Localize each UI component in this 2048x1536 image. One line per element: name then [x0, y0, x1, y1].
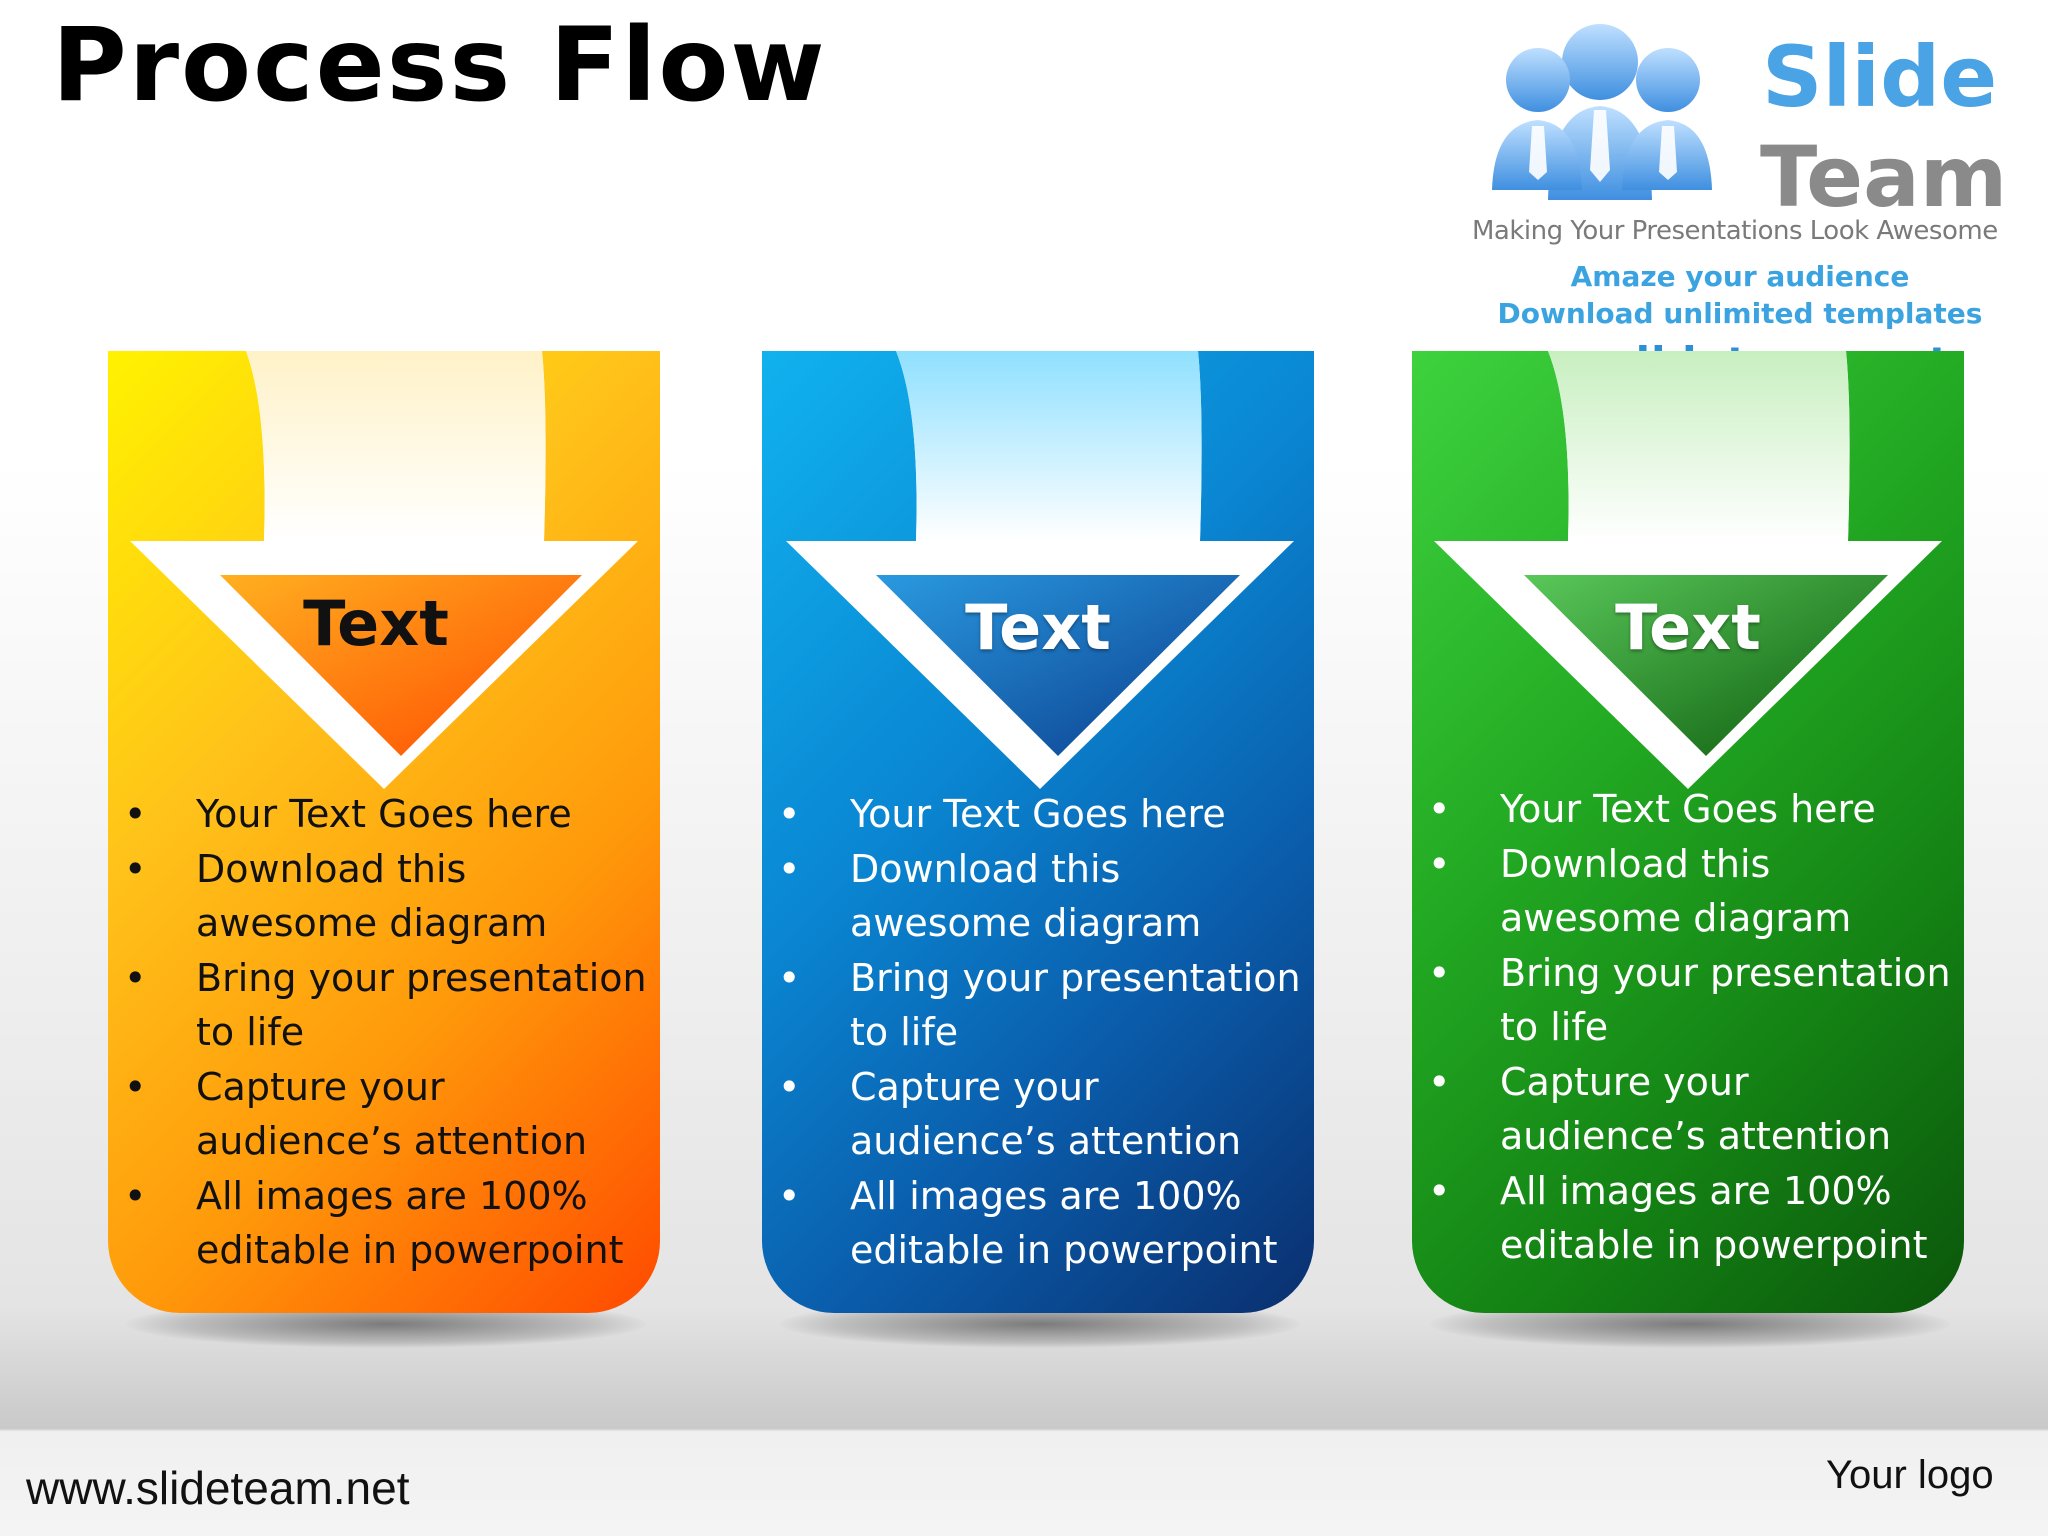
process-card-3: Text Your Text Goes here Download this a…	[1412, 351, 1964, 1313]
process-card-1: Text Your Text Goes here Download this a…	[108, 351, 660, 1313]
down-arrow-icon	[1434, 351, 1942, 789]
logo-slide-word: Slide	[1762, 28, 1998, 126]
logo-team-word: Team	[1760, 128, 2008, 226]
list-item: Capture your audience’s attention	[124, 1060, 654, 1169]
card-label: Text	[965, 591, 1111, 664]
list-item: Download this awesome diagram	[778, 842, 1308, 951]
logo-tagline: Making Your Presentations Look Awesome	[1472, 216, 1998, 246]
slide-title: Process Flow	[52, 6, 827, 125]
bullet-list: Your Text Goes here Download this awesom…	[124, 787, 654, 1278]
list-item: Your Text Goes here	[778, 787, 1308, 842]
process-card-2: Text Your Text Goes here Download this a…	[762, 351, 1314, 1313]
list-item: Bring your presentation to life	[1428, 946, 1958, 1055]
footer-logo-placeholder: Your logo	[1826, 1453, 1994, 1497]
bullet-list: Your Text Goes here Download this awesom…	[778, 787, 1308, 1278]
card-label: Text	[1615, 591, 1761, 664]
bullet-list: Your Text Goes here Download this awesom…	[1428, 782, 1958, 1273]
list-item: Your Text Goes here	[124, 787, 654, 842]
list-item: All images are 100% editable in powerpoi…	[1428, 1164, 1958, 1273]
list-item: All images are 100% editable in powerpoi…	[124, 1169, 654, 1278]
list-item: Capture your audience’s attention	[1428, 1055, 1958, 1164]
logo-line-amaze: Amaze your audience	[1570, 260, 1910, 293]
list-item: Download this awesome diagram	[124, 842, 654, 951]
card-label: Text	[303, 587, 449, 660]
people-logo-icon	[1492, 24, 1712, 200]
list-item: Bring your presentation to life	[778, 951, 1308, 1060]
down-arrow-icon	[786, 351, 1294, 789]
logo-line-download: Download unlimited templates	[1497, 297, 1983, 330]
list-item: Capture your audience’s attention	[778, 1060, 1308, 1169]
list-item: All images are 100% editable in powerpoi…	[778, 1169, 1308, 1278]
list-item: Your Text Goes here	[1428, 782, 1958, 837]
slideteam-logo: Slide Team Making Your Presentations Loo…	[1460, 20, 2020, 387]
list-item: Download this awesome diagram	[1428, 837, 1958, 946]
down-arrow-icon	[130, 351, 638, 789]
list-item: Bring your presentation to life	[124, 951, 654, 1060]
footer-url-link[interactable]: www.slideteam.net	[26, 1462, 410, 1514]
